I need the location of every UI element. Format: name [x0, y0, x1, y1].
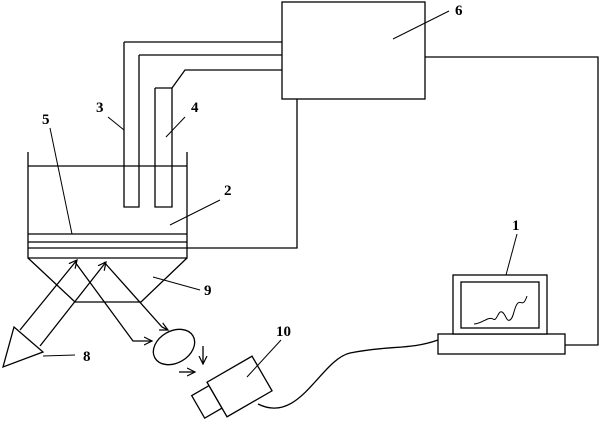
- leader-3: [107, 116, 125, 131]
- detector-cable: [257, 339, 439, 409]
- leader-1: [505, 233, 518, 276]
- detector: [190, 355, 273, 420]
- incident-beam-left-b: [39, 262, 106, 347]
- leader-5: [49, 127, 73, 235]
- electrode-a: [123, 42, 140, 208]
- leader-4: [165, 116, 186, 138]
- leader-2: [169, 199, 221, 226]
- label-film: 5: [42, 112, 50, 128]
- wire-to-monitor: [425, 56, 599, 346]
- reflected-beam-a: [74, 261, 152, 341]
- wire-to-film: [187, 99, 298, 249]
- leader-9: [152, 276, 201, 291]
- label-light-source: 8: [83, 349, 91, 365]
- label-controller: 6: [455, 3, 463, 19]
- label-monitor: 1: [512, 218, 520, 234]
- detector-body: [206, 355, 273, 418]
- label-electrode-b: 4: [191, 100, 199, 116]
- waveform-icon: [473, 295, 528, 325]
- electrode-b: [154, 88, 173, 208]
- leader-10: [246, 339, 282, 378]
- label-detector: 10: [276, 324, 291, 340]
- monitor-base: [437, 333, 566, 355]
- wire-electrode-b: [155, 69, 282, 89]
- label-electrode-a: 3: [96, 100, 104, 116]
- monitor-screen: [460, 281, 540, 329]
- reflected-beam-b: [103, 261, 168, 330]
- label-cell: 2: [224, 183, 232, 199]
- controller-box: [281, 1, 426, 100]
- ellipse-lens-icon: [152, 328, 196, 366]
- label-prism: 9: [204, 283, 212, 299]
- leader-8: [42, 354, 76, 357]
- incident-beam-left-a: [19, 260, 77, 331]
- cell-container: [27, 152, 188, 259]
- leader-6: [392, 10, 450, 40]
- triangle-icon: [2, 325, 45, 369]
